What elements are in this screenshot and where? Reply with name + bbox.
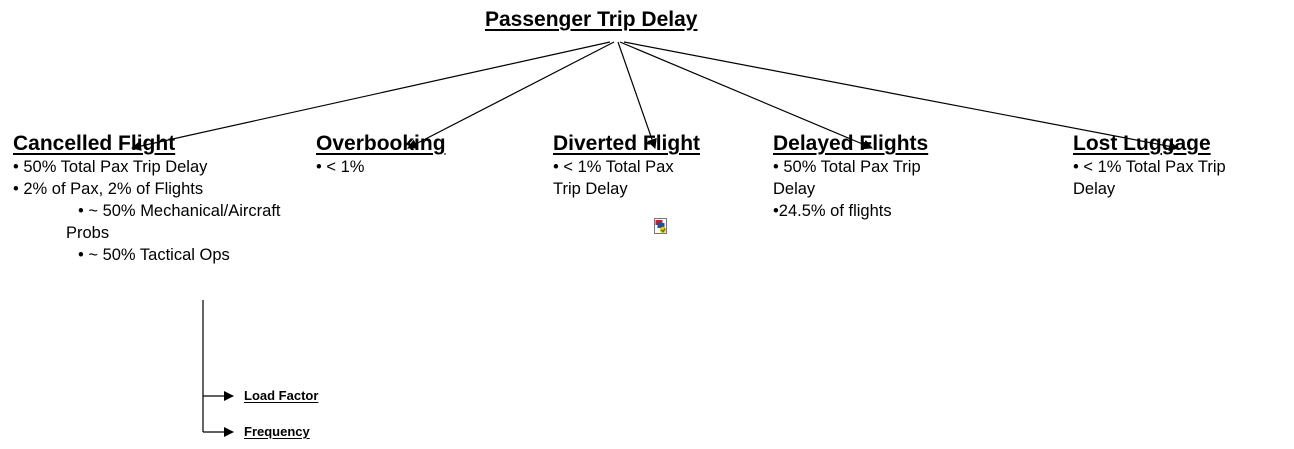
node-sub-line: • ~ 50% Tactical Ops [78,246,230,264]
node-lost-luggage: Lost Luggage • < 1% Total Pax Trip Delay [1073,132,1226,200]
node-heading: Delayed Flights [773,132,929,155]
node-cancelled-flight: Cancelled Flight • 50% Total Pax Trip De… [13,132,281,266]
node-line: • 50% Total Pax Trip [773,158,921,176]
node-heading: Overbooking [316,132,446,155]
diagram-title: Passenger Trip Delay [485,8,698,31]
node-line: Trip Delay [553,180,628,198]
arrow-to-cancelled-flight [131,41,611,151]
sub-branch-load-factor: Load Factor [244,388,319,403]
arrow-to-delayed-flights [619,41,873,150]
node-heading: Diverted Flight [553,132,701,155]
node-line: Delay [1073,180,1116,198]
node-line: • 50% Total Pax Trip Delay [13,158,208,176]
node-heading: Lost Luggage [1073,132,1211,155]
node-line: • < 1% [316,158,365,176]
sub-branch-frequency: Frequency [244,424,310,439]
node-diverted-flight: Diverted Flight • < 1% Total Pax Trip De… [553,132,700,200]
node-sub-line: • ~ 50% Mechanical/Aircraft [78,202,281,220]
node-line: • 2% of Pax, 2% of Flights [13,180,204,198]
node-delayed-flights: Delayed Flights • 50% Total Pax Trip Del… [773,132,928,222]
arrow-to-diverted-flight [617,41,657,149]
node-line: • < 1% Total Pax Trip [1073,158,1226,176]
arrow-to-overbooking [407,41,615,149]
node-heading: Cancelled Flight [13,132,176,155]
node-sub-line: Probs [66,224,110,242]
arrow-to-lost-luggage [623,41,1179,152]
node-overbooking: Overbooking • < 1% [316,132,446,178]
embedded-document-icon[interactable] [654,218,668,235]
node-line: • < 1% Total Pax [553,158,674,176]
node-line: •24.5% of flights [773,202,892,220]
node-line: Delay [773,180,816,198]
